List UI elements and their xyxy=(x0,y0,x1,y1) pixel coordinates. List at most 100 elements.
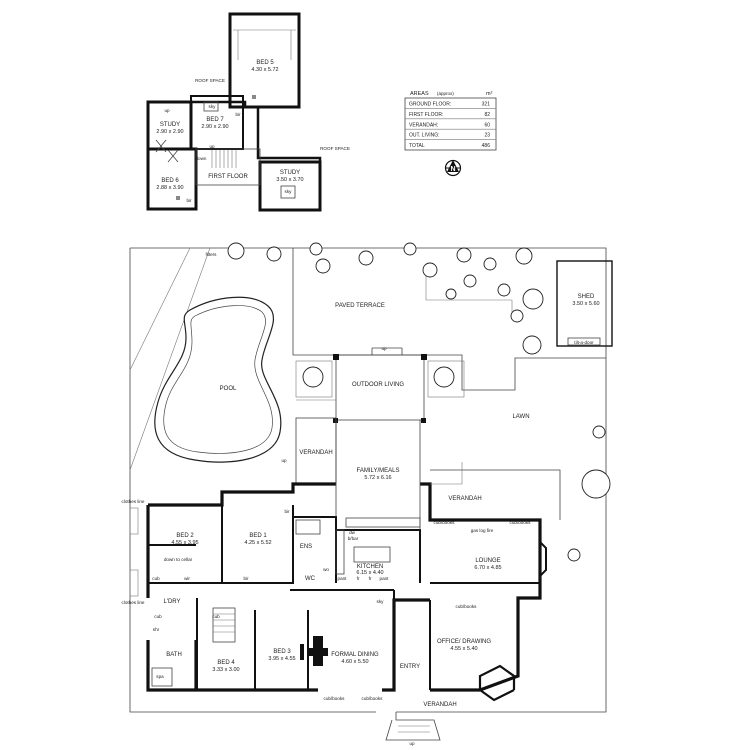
main-stairs xyxy=(212,607,236,643)
kitchen-island xyxy=(353,546,391,563)
sky-label: sky xyxy=(285,189,293,194)
post xyxy=(333,354,339,360)
skylight-box xyxy=(203,101,219,112)
room-bed4-dims: 3.33 x 3.00 xyxy=(212,667,239,673)
clothes-line-box xyxy=(129,569,139,597)
room-study-upper-name: STUDY xyxy=(160,122,180,128)
room-bed5-outline xyxy=(228,12,301,109)
planter xyxy=(427,360,465,398)
verandah-front-label: VERANDAH xyxy=(423,702,456,708)
skylight-box xyxy=(280,185,296,199)
room-formal-name: FORMAL DINING xyxy=(331,652,379,658)
boundary-diagonal xyxy=(129,247,211,471)
bay-window xyxy=(478,664,516,702)
paved-terrace-label: PAVED TERRACE xyxy=(335,303,385,309)
room-bed3-name: BED 3 xyxy=(273,649,291,655)
room-bed7-name: BED 7 xyxy=(206,117,224,123)
bir-label: bir xyxy=(235,112,241,117)
room-study2-name: STUDY xyxy=(280,170,300,176)
areas-row-label: TOTAL xyxy=(409,143,425,149)
room-study2-dims: 3.50 x 3.70 xyxy=(276,177,303,183)
down-to-cellar-label: down to cellar xyxy=(164,557,193,562)
verandah-east-label: VERANDAH xyxy=(448,496,481,502)
post xyxy=(421,418,426,423)
areas-row-value: 321 xyxy=(482,102,491,108)
room-office-name: OFFICE/ DRAWING xyxy=(437,639,491,645)
house-outer-wall xyxy=(146,482,542,692)
bbar-label: b/bar xyxy=(348,536,359,541)
room-lounge-dims: 6.70 x 4.85 xyxy=(474,565,501,571)
entry-verandah xyxy=(385,712,441,741)
verandah-east-edge xyxy=(430,462,463,485)
first-floor-plan: BED 5 4.30 x 5.72 ROOF SPACE STUDY 2.90 … xyxy=(146,12,350,212)
sky-label: sky xyxy=(377,599,385,604)
room-study-upper-dims: 2.90 x 2.90 xyxy=(156,129,183,135)
ens-bathtub xyxy=(295,519,321,535)
areas-table-header-note: (approx) xyxy=(437,91,454,96)
areas-row-value: 486 xyxy=(482,143,491,149)
post xyxy=(421,354,427,360)
room-bed2-name: BED 2 xyxy=(176,533,194,539)
up-label: up xyxy=(209,144,215,149)
upper-stairs xyxy=(211,150,237,168)
bir-label: bir xyxy=(186,198,192,203)
areas-table-unit: m² xyxy=(486,91,493,97)
bir-label: bir xyxy=(243,576,249,581)
window-cross xyxy=(167,149,179,163)
up-label: up xyxy=(381,346,387,351)
ground-floor-labels: filters PAVED TERRACE SHED 3.50 x 5.60 t… xyxy=(122,252,600,746)
pant-label: pant xyxy=(338,576,348,581)
room-shed-name: SHED xyxy=(578,294,595,300)
verandah-west-label: VERANDAH xyxy=(299,450,332,456)
fireplace xyxy=(308,648,328,656)
cub-books-label: cub/books xyxy=(324,696,346,701)
post xyxy=(333,418,338,423)
room-study2-outline xyxy=(258,160,322,212)
room-bed4-name: BED 4 xyxy=(217,660,235,666)
clothes-line-box xyxy=(129,507,139,535)
cub-books-label: cub/books xyxy=(510,520,532,525)
sky-label: sky xyxy=(209,104,217,109)
room-bed6-name: BED 6 xyxy=(161,178,179,184)
room-family-dims: 5.72 x 6.16 xyxy=(364,475,391,481)
ldry-label: L'DRY xyxy=(163,599,180,605)
cub-label: cub xyxy=(212,614,220,619)
areas-row-value: 23 xyxy=(484,133,490,139)
lawn-label: LAWN xyxy=(512,414,529,420)
ens-label: ENS xyxy=(300,544,312,550)
down-label: down xyxy=(196,156,207,161)
spa-tub xyxy=(151,667,173,687)
areas-row-label: FIRST FLOOR: xyxy=(409,112,443,118)
outdoor-living-label: OUTDOOR LIVING xyxy=(352,382,404,388)
bay-window-lounge xyxy=(539,541,547,577)
room-bed5-name: BED 5 xyxy=(256,60,274,66)
site-plan xyxy=(129,242,613,741)
room-kitchen-name: KITCHEN xyxy=(357,564,383,570)
shr-label: shr xyxy=(153,627,160,632)
tilt-a-door-box xyxy=(567,337,601,346)
cub-books-label: cub/books xyxy=(362,696,384,701)
room-lounge-name: LOUNGE xyxy=(475,558,500,564)
cub-label: cub xyxy=(154,614,162,619)
terrace-line xyxy=(425,276,513,318)
roof-space-label-right: ROOF SPACE xyxy=(320,146,350,151)
pool-label: POOL xyxy=(220,386,237,392)
first-floor-landing xyxy=(195,148,261,186)
pant-label: pant xyxy=(380,576,390,581)
first-floor-title: FIRST FLOOR xyxy=(208,174,248,180)
bath-label: BATH xyxy=(166,652,182,658)
property-boundary xyxy=(129,247,607,713)
room-bed5-dims: 4.30 x 5.72 xyxy=(251,67,278,73)
up-label: up xyxy=(409,741,415,746)
cub-label: cub xyxy=(152,576,160,581)
room-bed2-dims: 4.55 x 3.95 xyxy=(171,540,198,546)
room-office-dims: 4.55 x 5.40 xyxy=(450,646,477,652)
room-shed-dims: 3.50 x 5.60 xyxy=(572,301,599,307)
areas-row-label: OUT. LIVING: xyxy=(409,133,440,139)
room-bed3-dims: 3.95 x 4.55 xyxy=(268,656,295,662)
dw-label: dw xyxy=(349,530,356,535)
room-kitchen-dims: 6.15 x 4.40 xyxy=(356,570,383,576)
cub-books-label: cub/books xyxy=(434,520,456,525)
gas-log-fire-label: gas log fire xyxy=(471,528,494,533)
